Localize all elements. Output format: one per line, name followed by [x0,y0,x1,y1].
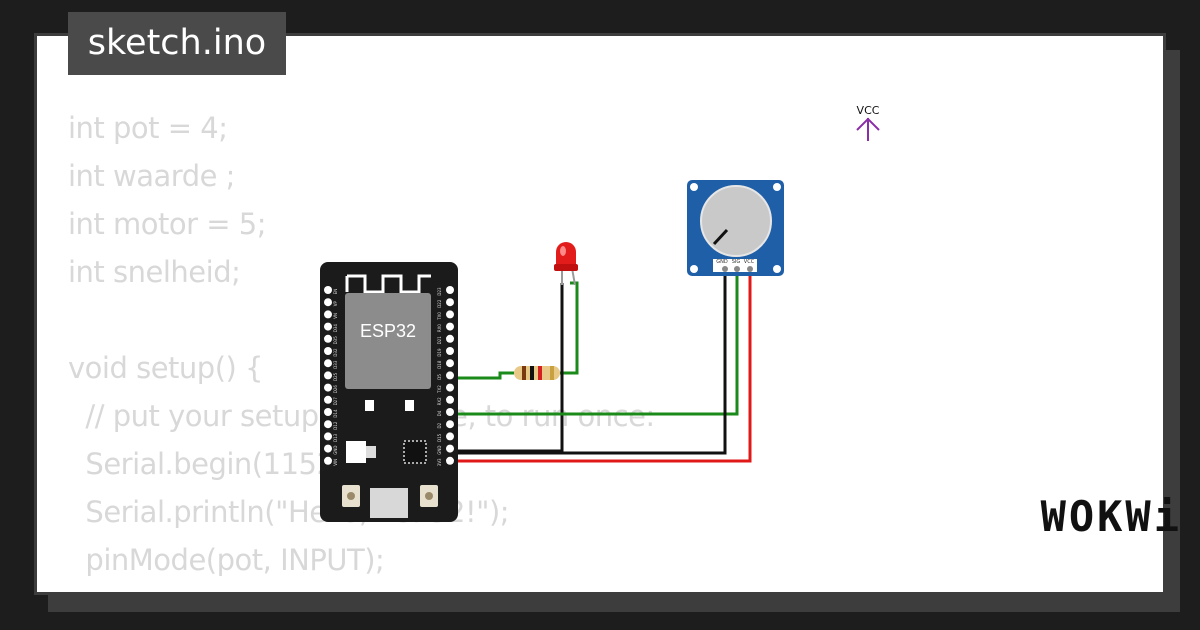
esp32-pin-label: D35 [333,336,338,345]
esp32-pin[interactable] [446,444,454,453]
resistor[interactable] [514,366,560,380]
esp32-pin[interactable] [324,371,332,380]
esp32-pin[interactable] [446,420,454,429]
pot-pin-label: VCC [744,259,755,265]
esp32-pin-label: D14 [333,409,338,418]
esp32-label: ESP32 [360,321,416,341]
code-line: int waarde ; [68,159,235,193]
esp32-pin-label: EN [333,289,338,295]
sketch-filename-tab[interactable]: sketch.ino [68,12,286,75]
esp32-pin[interactable] [324,444,332,453]
esp32-pin[interactable] [324,298,332,307]
simulator-card: int pot = 4; int waarde ; int motor = 5;… [34,33,1166,595]
esp32-pin[interactable] [446,359,454,368]
esp32-pin-label: D13 [333,433,338,442]
esp32-pin-label: GND [333,446,338,455]
esp32-pin[interactable] [446,347,454,355]
esp32-pin-label: TX2 [437,385,442,394]
esp32-pin-label: VN [333,313,338,319]
esp32-pin[interactable] [324,347,332,355]
code-line: int motor = 5; [68,207,267,241]
esp32-pin-label: VP [333,301,338,307]
esp32-pin[interactable] [446,383,454,392]
wire-red-3v3-pot[interactable] [448,272,752,463]
esp32-pin-label: RX2 [437,397,442,406]
esp32-pin[interactable] [324,456,332,465]
esp32-pin-label: D4 [437,410,442,416]
esp32-pin-label: D21 [437,336,442,345]
wire-green-d5-resistor[interactable] [448,371,514,380]
esp32-pin[interactable] [446,322,454,331]
esp32-pin-label: D26 [333,385,338,394]
code-line: int pot = 4; [68,111,228,145]
esp32-pin[interactable] [324,408,332,416]
esp32-pin[interactable] [324,383,332,392]
code-line: pinMode(pot, INPUT); [68,543,385,577]
esp32-pin[interactable] [324,432,332,441]
red-led[interactable] [554,242,578,286]
esp32-pin-label: D5 [437,374,442,380]
esp32-pin-label: D22 [437,299,442,308]
wires [448,272,752,463]
esp32-pin-label: D2 [437,422,442,428]
esp32-pin[interactable] [324,322,332,331]
esp32-pin[interactable] [446,286,454,294]
esp32-board[interactable]: ESP32 ENVPVND34D35D32D33D25D26D27D14D12D… [320,262,458,522]
esp32-pin-label: D23 [437,287,442,296]
esp32-pin[interactable] [446,456,454,465]
esp32-pin-label: D27 [333,397,338,406]
esp32-pin[interactable] [324,359,332,368]
esp32-pin-label: 3V3 [437,458,442,466]
esp32-pin-label: D34 [333,324,338,333]
esp32-pin[interactable] [446,298,454,307]
esp32-pin[interactable] [446,408,454,416]
esp32-pin[interactable] [446,371,454,380]
wire-black-led-gnd[interactable] [448,283,564,453]
esp32-pin[interactable] [324,395,332,404]
esp32-pin-label: TX0 [437,312,442,321]
esp32-pin-label: D25 [333,372,338,381]
esp32-pin-label: VIN [333,459,338,466]
esp32-pin[interactable] [324,420,332,429]
esp32-pin[interactable] [324,310,332,319]
esp32-pin-label: D12 [333,421,338,430]
code-line: void setup() { [68,351,264,385]
potentiometer[interactable]: GND SIG VCC [687,180,784,276]
code-line: int snelheid; [68,255,241,289]
wire-green-resistor-led[interactable] [560,281,579,375]
esp32-pin-label: D32 [333,348,338,357]
esp32-pin-label: D33 [333,360,338,369]
vcc-label: VCC [857,104,880,117]
esp32-pin[interactable] [324,286,332,294]
esp32-module-shield [345,293,431,389]
vcc-symbol[interactable]: VCC [856,104,880,141]
esp32-pin[interactable] [446,334,454,343]
esp32-pin[interactable] [446,395,454,404]
wire-black-gnd-pot[interactable] [448,272,727,455]
wire-green-d4-pot[interactable] [448,272,739,416]
wokwi-logo[interactable]: WOKWi [1040,492,1182,541]
esp32-pin[interactable] [446,432,454,441]
esp32-pin-label: D19 [437,348,442,357]
esp32-pin-label: RX0 [437,324,442,333]
esp32-pin[interactable] [446,310,454,319]
esp32-pin-label: GND [437,446,442,455]
esp32-pin-label: D18 [437,360,442,369]
pot-pin-label: SIG [732,259,741,265]
code-line: } [68,591,86,592]
esp32-pin[interactable] [324,334,332,343]
pot-pin-label: GND [716,259,728,265]
esp32-pin-label: D15 [437,433,442,442]
